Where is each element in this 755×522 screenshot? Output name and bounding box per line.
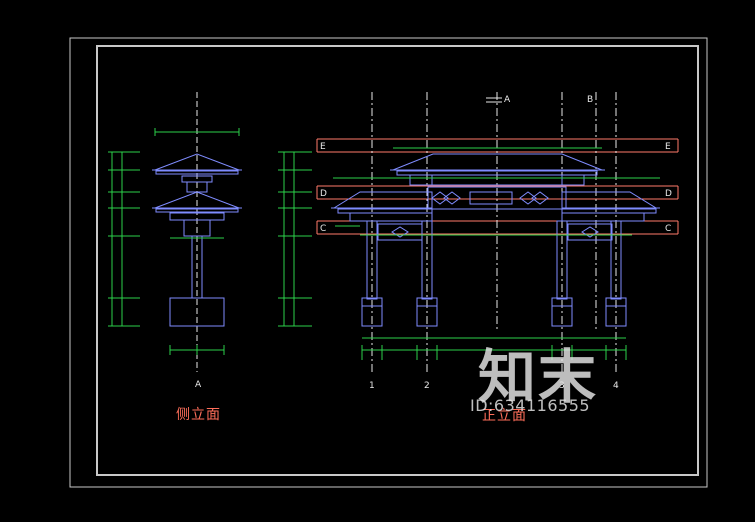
level-label-d-left: D <box>320 189 327 199</box>
front-axis-label-2: 2 <box>424 381 430 391</box>
watermark-id: ID:634116555 <box>470 396 591 415</box>
side-dimensions-right <box>278 151 312 327</box>
axis-markers-top <box>486 97 502 103</box>
front-axis-label-a: A <box>504 95 511 105</box>
outer-frame <box>69 37 708 488</box>
axis-lines <box>371 92 617 374</box>
inner-frame <box>96 45 699 476</box>
level-label-d-right: D <box>665 189 672 199</box>
front-elevation <box>331 153 660 327</box>
front-axis-label-1: 1 <box>369 381 375 391</box>
front-axis-label-b: B <box>587 95 593 105</box>
front-dimensions <box>333 147 660 360</box>
side-axis-label-a: A <box>195 380 202 390</box>
level-label-c-left: C <box>320 224 326 234</box>
level-label-c-right: C <box>665 224 671 234</box>
front-axis-label-4: 4 <box>613 381 619 391</box>
side-elevation <box>152 92 242 372</box>
front-axis-label-3: 3 <box>559 381 565 391</box>
level-label-e-right: E <box>665 142 671 152</box>
side-dimensions <box>108 128 240 355</box>
front-elevation-title: 正立面 <box>482 408 527 424</box>
watermark-logo: 知末 <box>478 343 599 411</box>
level-label-e-left: E <box>320 142 326 152</box>
side-elevation-title: 侧立面 <box>176 407 221 423</box>
